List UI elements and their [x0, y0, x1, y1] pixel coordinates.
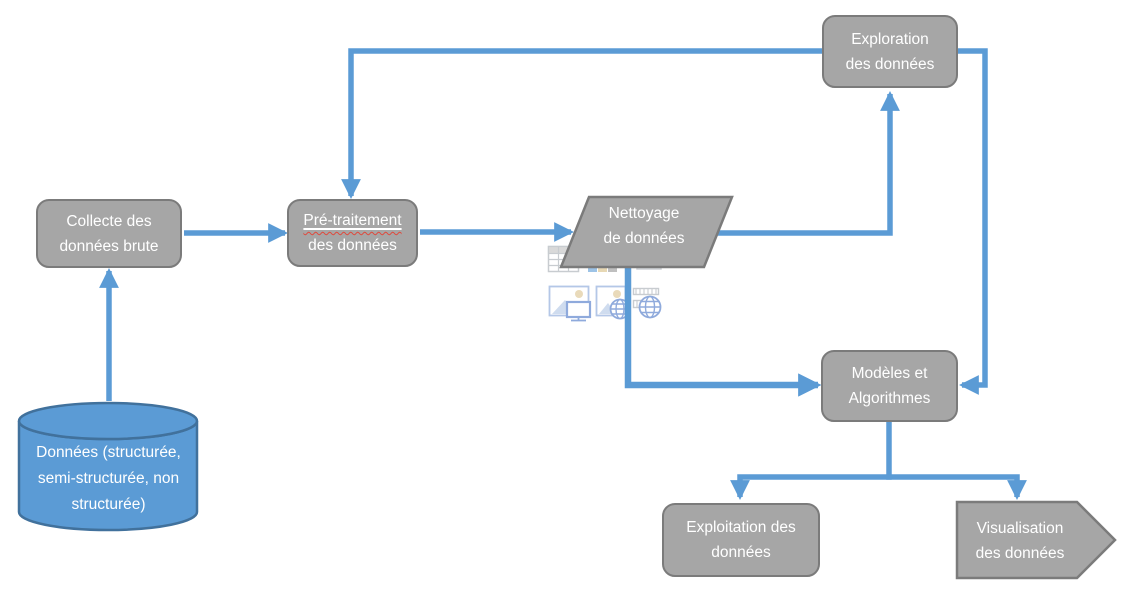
edge-modeles-to-exploitation-and-visualisation: [730, 474, 1027, 500]
node-label-line: de données: [603, 230, 685, 247]
node-visualisation-label: Visualisation des données: [950, 516, 1090, 566]
node-label-line: des données: [845, 55, 935, 73]
content-placeholder-icons: [547, 245, 662, 322]
node-label-line: des données: [975, 545, 1065, 562]
diagram-edges: [99, 48, 1027, 500]
edge-exploration-to-pretraitement: [341, 48, 822, 199]
spellcheck-underlined-word: Pré-traitement: [303, 212, 402, 229]
node-label-line: des données: [308, 237, 397, 254]
node-nettoyage-parallelogram[interactable]: [559, 195, 734, 269]
node-label-line: Collecte des: [66, 212, 152, 230]
node-collecte-des-donnees[interactable]: Collecte des données brute: [36, 199, 182, 268]
node-label-line: Exploration: [851, 30, 929, 48]
edge-exploration-to-modeles: [957, 48, 988, 395]
node-label-line: structurée): [71, 496, 146, 513]
node-pre-traitement[interactable]: Pré-traitement des données: [287, 199, 418, 267]
node-label-line: données: [711, 544, 771, 561]
online-pictures-icon: [595, 285, 631, 320]
node-label-line: Visualisation: [976, 520, 1064, 537]
node-label-line: Nettoyage: [608, 205, 680, 222]
node-label-line: Algorithmes: [848, 390, 931, 407]
node-donnees-label: Données (structurée, semi-structurée, no…: [22, 440, 195, 518]
edge-nettoyage-to-exploration: [716, 91, 900, 236]
online-video-icon: [632, 287, 662, 319]
node-label-line: Données (structurée,: [36, 444, 181, 461]
node-label-line: Exploitation des: [686, 519, 796, 536]
node-label-line: Modèles et: [851, 365, 928, 382]
node-exploitation[interactable]: Exploitation des données: [662, 503, 820, 577]
screenshot-icon: [548, 285, 592, 322]
node-visualisation-pentagon[interactable]: [955, 500, 1117, 580]
node-exploration[interactable]: Exploration des données: [822, 15, 958, 88]
node-label-line: Pré-traitement: [303, 208, 401, 233]
node-label-line: données brute: [59, 237, 159, 255]
edge-nettoyage-to-modeles: [624, 260, 822, 397]
node-nettoyage-label: Nettoyage de données: [564, 201, 724, 251]
node-donnees-cylinder[interactable]: [17, 401, 199, 532]
node-modeles-algorithmes[interactable]: Modèles et Algorithmes: [821, 350, 958, 422]
node-label-line: semi-structurée, non: [37, 470, 180, 487]
